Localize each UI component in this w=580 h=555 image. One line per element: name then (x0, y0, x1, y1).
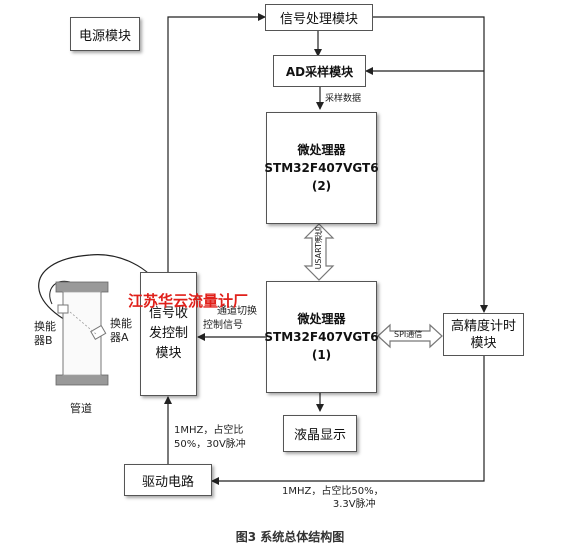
usart-label: USART通信 (314, 227, 323, 270)
mcu1-block: 微处理器 STM32F407VGT6 (1) (264, 281, 379, 393)
pipe-label: 管道 (70, 402, 92, 415)
pulse-3v3-label: 1MHZ，占空比50%， 3.3V脉冲 (282, 485, 384, 511)
pulse-3v3-line2: 3.3V脉冲 (332, 499, 376, 510)
power-module-label: 电源模块 (78, 28, 131, 44)
ad-sampling-module: AD采样模块 (273, 55, 366, 87)
watermark-text: 江苏华云流量计厂 (128, 292, 249, 310)
usart-double-arrow (303, 223, 335, 281)
timer-label-line1: 高精度计时 (450, 318, 516, 334)
mcu1-label-line2: STM32F407VGT6 (264, 330, 379, 344)
transducer-a-line1: 换能 (110, 317, 132, 330)
channel-switch-line2: 控制信号 (203, 320, 243, 331)
pulse-3v3-line1: 1MHZ，占空比50%， (282, 486, 384, 497)
transducer-b-label: 换能 器B (34, 320, 56, 348)
mcu2-label-line2: STM32F407VGT6 (264, 161, 379, 175)
transceiver-label-line1: 信号收 (148, 306, 188, 321)
mcu2-label-line3: (2) (311, 179, 332, 193)
signal-processing-label: 信号处理模块 (279, 12, 358, 27)
transceiver-control-module: 信号收 发控制 模块 (140, 272, 197, 396)
mcu1-label-line3: (1) (311, 348, 332, 362)
lcd-display-label: 液晶显示 (293, 428, 346, 443)
high-precision-timer-module: 高精度计时 模块 (443, 313, 524, 356)
channel-switch-line1: 通道切换 (217, 306, 257, 317)
sample-data-label: 采样数据 (325, 94, 362, 104)
spi-double-arrow (377, 323, 443, 349)
pulse-30v-label: 1MHZ，占空比 50%，30V脉冲 (174, 424, 246, 452)
power-module: 电源模块 (70, 17, 140, 51)
pulse-30v-line1: 1MHZ，占空比 (174, 425, 244, 436)
transducer-a-label: 换能 器A (110, 317, 132, 345)
figure-caption: 图3 系统总体结构图 (235, 530, 345, 544)
signal-processing-module: 信号处理模块 (265, 4, 373, 31)
mcu1-label-line1: 微处理器 (297, 312, 346, 326)
transducer-cable-b (49, 280, 71, 305)
drive-circuit-label: 驱动电路 (141, 474, 194, 490)
wire-timer-to-drive (211, 356, 485, 485)
timer-label-line2: 模块 (470, 335, 497, 351)
channel-switch-label: 通道切换 控制信号 (203, 305, 257, 333)
ad-sampling-label: AD采样模块 (285, 64, 354, 79)
pipe-drawing (55, 281, 109, 386)
transceiver-label-line3: 模块 (155, 346, 182, 361)
pulse-30v-line2: 50%，30V脉冲 (174, 439, 246, 450)
mcu2-block: 微处理器 STM32F407VGT6 (2) (264, 112, 379, 224)
transducer-b-line2: 器B (34, 334, 53, 347)
mcu2-label-line1: 微处理器 (297, 143, 346, 157)
wire-transceiver-to-signal-proc (167, 13, 266, 272)
lcd-display-block: 液晶显示 (283, 415, 357, 452)
transducer-b-line1: 换能 (34, 320, 56, 333)
spi-label: SPI通信 (394, 330, 423, 339)
transducer-cable (38, 254, 161, 336)
transducer-a-line2: 器A (110, 331, 129, 344)
wire-signal-proc-to-timer (373, 16, 488, 313)
transceiver-label-line2: 发控制 (148, 326, 188, 341)
drive-circuit-block: 驱动电路 (124, 464, 212, 496)
